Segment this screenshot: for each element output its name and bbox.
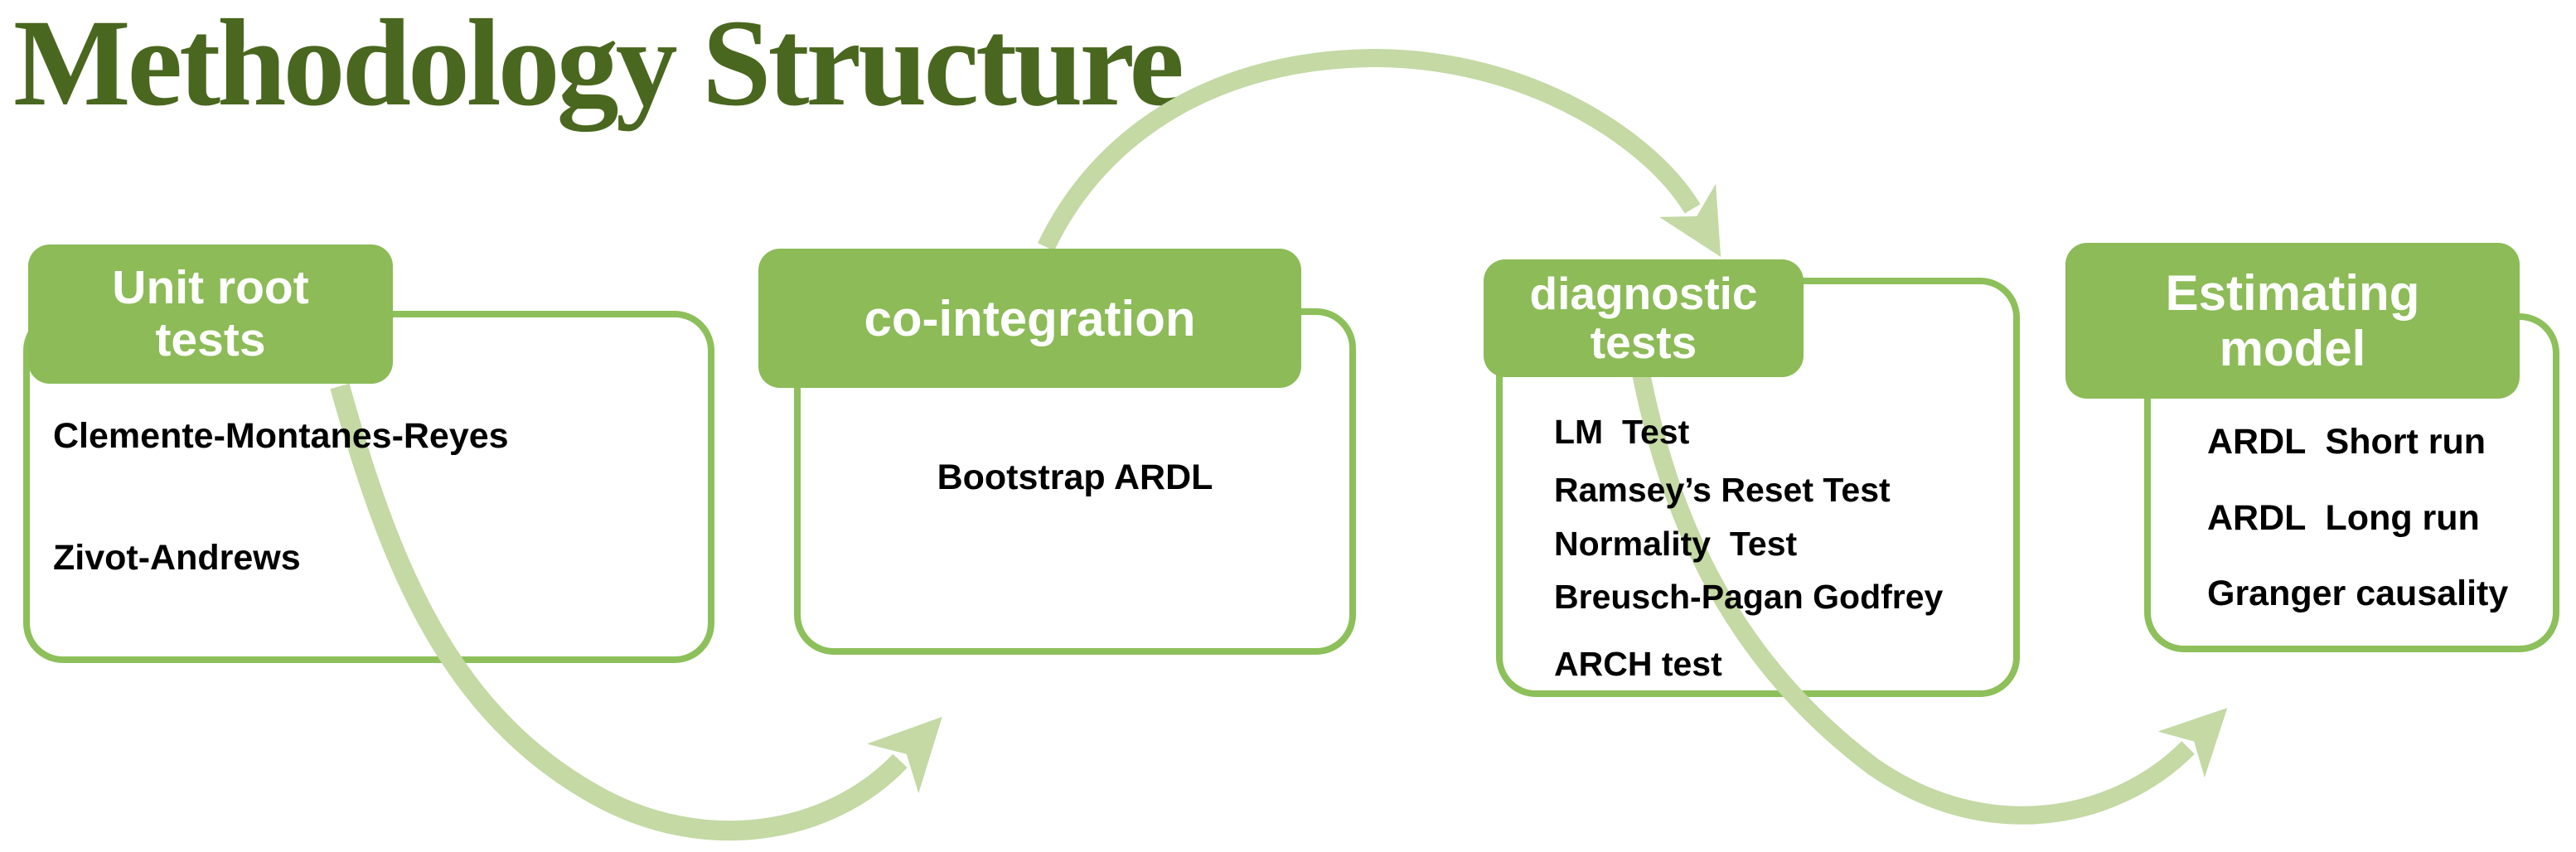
list-item: ARDL Long run [2207, 497, 2480, 538]
diagnostic-tests-items: LM Test Ramsey’s Reset Test Normality Te… [1496, 278, 2020, 684]
list-item: Granger causality [2207, 574, 2509, 614]
co-integration-items: Bootstrap ARDL [794, 308, 1356, 498]
list-item: Zivot-Andrews [53, 537, 301, 578]
list-item: LM Test [1554, 413, 1690, 451]
unit-root-tests-header: Unit root tests [28, 244, 393, 384]
co-integration-header: co-integration [758, 249, 1301, 388]
list-item: ARDL Short run [2207, 422, 2486, 462]
list-item: Ramsey’s Reset Test [1554, 471, 1891, 510]
list-item: Breusch-Pagan Godfrey [1554, 578, 1944, 617]
page-title: Methodology Structure [13, 0, 1184, 132]
list-item: Clemente-Montanes-Reyes [53, 416, 509, 456]
list-item: Bootstrap ARDL [937, 457, 1213, 497]
estimating-model-items: ARDL Short run ARDL Long run Granger cau… [2144, 313, 2559, 615]
diagnostic-tests-header: diagnostic tests [1484, 259, 1804, 377]
list-item: Normality Test [1554, 524, 1798, 563]
unit-root-tests-items: Clemente-Montanes-Reyes Zivot-Andrews [23, 311, 714, 578]
list-item: ARCH test [1554, 644, 1722, 683]
